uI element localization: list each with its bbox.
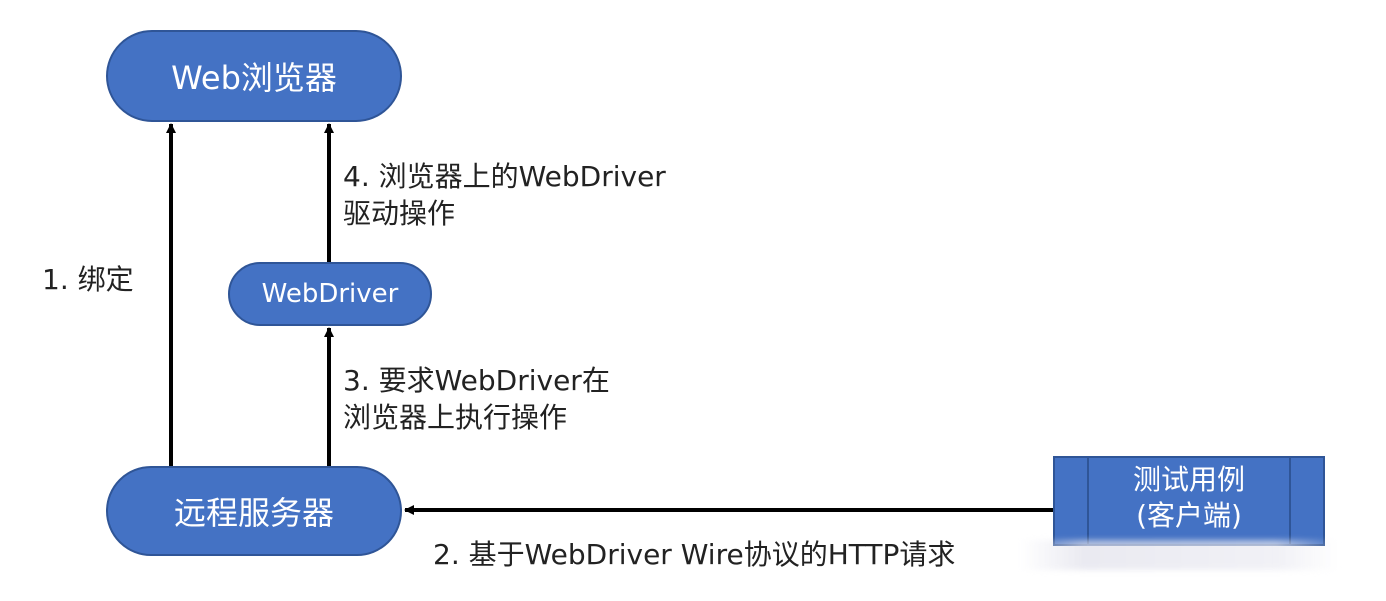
web-browser-label: Web浏览器 (171, 59, 337, 97)
test-case-client-node: 测试用例 (客户端) (1053, 456, 1325, 546)
driver-op-edge-label: 4. 浏览器上的WebDriver 驱动操作 (343, 158, 666, 232)
remote-server-node: 远程服务器 (106, 466, 402, 556)
web-browser-node: Web浏览器 (106, 30, 402, 122)
webdriver-label: WebDriver (261, 279, 399, 309)
driver-op-line1: 4. 浏览器上的WebDriver (343, 160, 666, 193)
http-request-text: 2. 基于WebDriver Wire协议的HTTP请求 (433, 538, 956, 571)
request-op-line1: 3. 要求WebDriver在 (343, 364, 610, 397)
bind-edge-label: 1. 绑定 (42, 261, 134, 298)
blurred-watermark (1020, 540, 1340, 570)
request-op-edge-label: 3. 要求WebDriver在 浏览器上执行操作 (343, 362, 610, 436)
remote-server-label: 远程服务器 (173, 494, 334, 532)
driver-op-line2: 驱动操作 (343, 197, 456, 230)
client-label-line1: 测试用例 (1132, 463, 1245, 496)
bind-edge-text: 1. 绑定 (42, 263, 134, 296)
webdriver-node: WebDriver (228, 262, 432, 326)
client-right-bar (1289, 458, 1291, 544)
client-left-bar (1087, 458, 1089, 544)
request-op-line2: 浏览器上执行操作 (343, 401, 568, 434)
client-label-line2: (客户端) (1136, 499, 1242, 532)
http-request-edge-label: 2. 基于WebDriver Wire协议的HTTP请求 (433, 536, 955, 573)
